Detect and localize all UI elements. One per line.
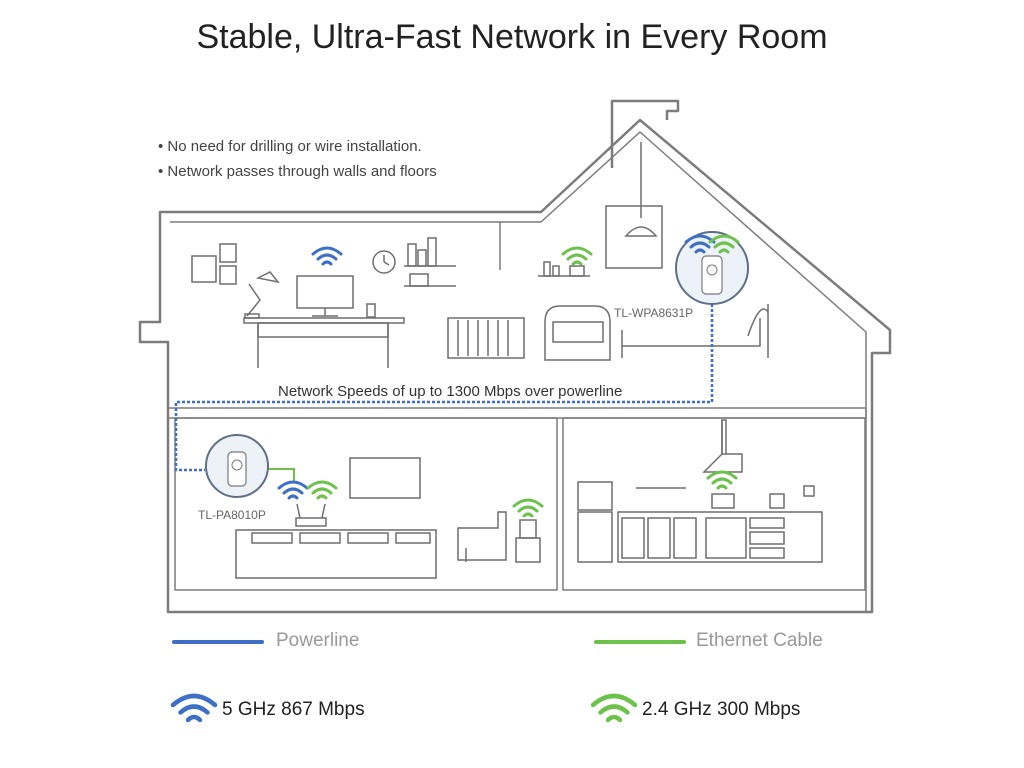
- page-title: Stable, Ultra-Fast Network in Every Room: [196, 18, 828, 56]
- wifi-5ghz-icon: [311, 246, 343, 266]
- powerline-legend-line: [172, 640, 264, 644]
- wifi-5ghz-legend-icon: [173, 696, 215, 720]
- wifi-24ghz-icon: [512, 498, 544, 518]
- ethernet-legend-line: [594, 640, 686, 644]
- band-5ghz-label: 5 GHz 867 Mbps: [222, 699, 365, 720]
- ethernet-cable: [265, 468, 295, 482]
- ethernet-legend-label: Ethernet Cable: [696, 630, 823, 651]
- powerline-legend-label: Powerline: [276, 630, 360, 651]
- feature-list: No need for drilling or wire installatio…: [158, 134, 437, 184]
- wifi-5ghz-icon: [277, 480, 309, 500]
- speed-caption: Network Speeds of up to 1300 Mbps over p…: [278, 383, 623, 400]
- feature-item: No need for drilling or wire installatio…: [158, 134, 437, 159]
- wifi-24ghz-icon: [306, 480, 338, 500]
- feature-item: Network passes through walls and floors: [158, 159, 436, 184]
- adapter-upstairs: [675, 231, 749, 305]
- wifi-24ghz-legend-icon: [593, 696, 635, 720]
- device-label-upstairs: TL-WPA8631P: [614, 306, 694, 320]
- device-label-downstairs: TL-PA8010P: [198, 508, 266, 522]
- wifi-24ghz-icon: [561, 246, 593, 266]
- band-24ghz-label: 2.4 GHz 300 Mbps: [642, 699, 801, 720]
- powerline-cable: [174, 304, 714, 472]
- adapter-downstairs: [205, 434, 269, 498]
- wifi-24ghz-icon: [706, 470, 738, 490]
